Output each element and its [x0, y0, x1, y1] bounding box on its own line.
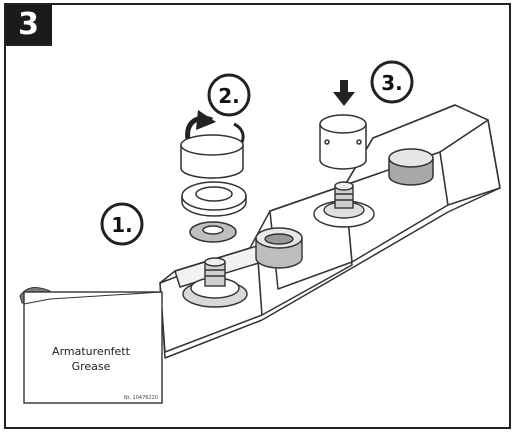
cap-body: [255, 227, 303, 269]
rosette-ring: [181, 181, 247, 217]
gasket: [189, 221, 237, 243]
grease-package: Armaturenfett Grease Nr. 10476220: [19, 287, 163, 404]
grease-label-de: Armaturenfett: [52, 345, 131, 358]
svg-text:1.: 1.: [111, 213, 133, 237]
dome-cap: [319, 114, 367, 170]
valve-base-3: [313, 181, 375, 228]
step-number-badge: 3: [5, 4, 52, 45]
grease-part-number: Nr. 10476220: [124, 395, 158, 401]
svg-text:2.: 2.: [218, 84, 240, 108]
tile-strip: [159, 104, 501, 359]
valve-base-1: [182, 257, 248, 308]
frame-border: [4, 3, 511, 429]
step-label-3: 3.: [370, 60, 414, 104]
down-arrow-icon: [333, 80, 355, 106]
step-label-2: 2.: [207, 73, 251, 117]
finished-cap: [388, 148, 434, 186]
grease-label-en: Grease: [72, 360, 111, 373]
step-label-1: 1.: [100, 202, 144, 246]
cover-sleeve: [180, 134, 244, 179]
svg-text:3.: 3.: [381, 71, 403, 95]
